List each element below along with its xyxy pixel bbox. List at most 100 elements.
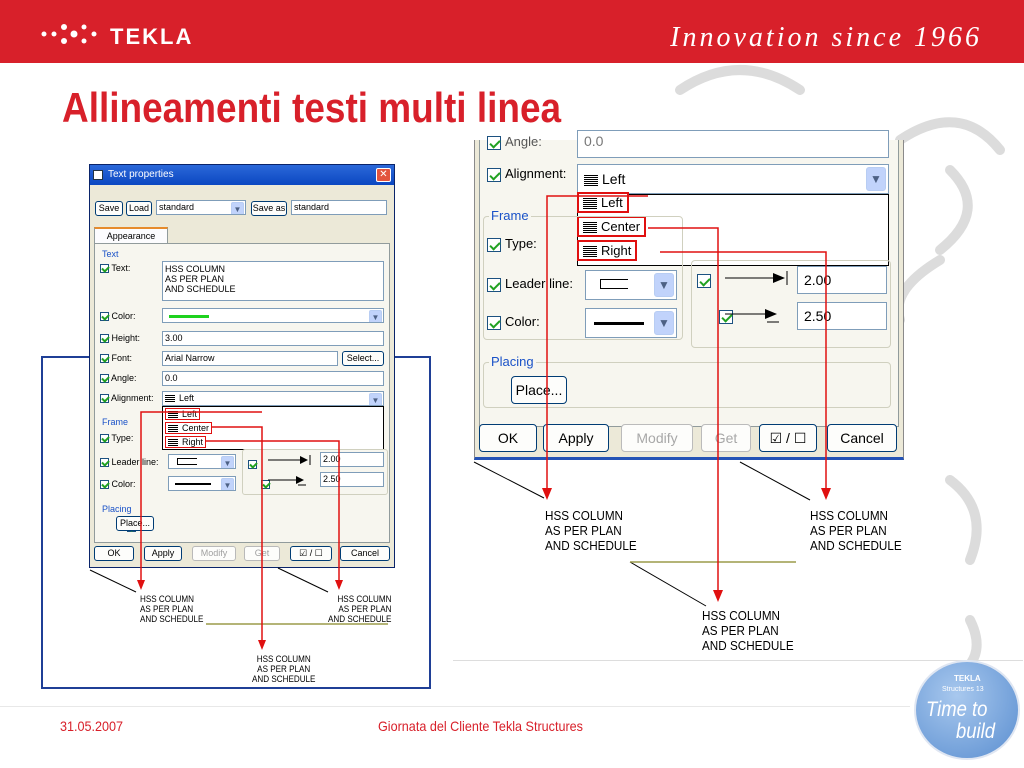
color2-checkbox-row[interactable]: Color: bbox=[100, 479, 136, 490]
option-right-label: Right bbox=[182, 437, 204, 447]
font-field[interactable]: Arial Narrow bbox=[162, 351, 338, 366]
zoomed-arrow1-field[interactable]: 2.00 bbox=[797, 266, 887, 294]
zoomed-color-label: Color: bbox=[505, 314, 540, 329]
height-field[interactable]: 3.00 bbox=[162, 331, 384, 346]
zoomed-leader-row[interactable]: Leader line: bbox=[487, 276, 573, 292]
cancel-button[interactable]: Cancel bbox=[340, 546, 390, 561]
arrow1-checkbox[interactable] bbox=[248, 460, 257, 470]
color2-label: Color: bbox=[111, 479, 136, 489]
modify-button[interactable]: Modify bbox=[192, 546, 236, 561]
align-right-icon bbox=[168, 438, 178, 447]
font-checkbox[interactable] bbox=[100, 354, 109, 364]
color2-checkbox[interactable] bbox=[100, 480, 109, 490]
angle-checkbox-row[interactable]: Angle: bbox=[100, 373, 137, 384]
arrow1-size-field[interactable]: 2.00 bbox=[320, 452, 384, 467]
zoomed-alignment-value: Left bbox=[602, 171, 626, 187]
zoomed-color-checkbox[interactable] bbox=[487, 315, 501, 330]
option-right[interactable]: Right bbox=[165, 436, 207, 448]
zoomed-arrow1-checkbox[interactable] bbox=[697, 273, 711, 288]
color-checkbox-row[interactable]: Color: bbox=[100, 311, 136, 322]
type-label: Type: bbox=[111, 433, 134, 443]
save-as-button[interactable]: Save as bbox=[251, 201, 287, 216]
apply-button[interactable]: Apply bbox=[144, 546, 182, 561]
alignment-select[interactable]: Left▼ bbox=[162, 391, 384, 406]
zoomed-arrow2-field[interactable]: 2.50 bbox=[797, 302, 887, 330]
save-as-field[interactable]: standard bbox=[291, 200, 387, 215]
close-icon[interactable]: ✕ bbox=[376, 168, 391, 182]
option-left-label: Left bbox=[182, 409, 198, 419]
zoomed-color-row[interactable]: Color: bbox=[487, 314, 540, 330]
preset-select[interactable]: standard▼ bbox=[156, 200, 246, 215]
place-button[interactable]: Place... bbox=[116, 516, 154, 531]
zoomed-alignment-row[interactable]: Alignment: bbox=[487, 166, 566, 182]
angle-field[interactable]: 0.0 bbox=[162, 371, 384, 386]
color-select[interactable]: ▼ bbox=[162, 308, 384, 323]
height-label: Height: bbox=[111, 333, 141, 343]
line-color-select[interactable]: ▼ bbox=[168, 476, 236, 491]
text-properties-dialog: Text properties ✕ Save Load standard▼ Sa… bbox=[89, 164, 395, 568]
chevron-down-icon: ▼ bbox=[369, 310, 382, 322]
zoomed-arrow-icons bbox=[725, 271, 788, 323]
zoomed-toggle-all-button[interactable]: ☑ / ☐ bbox=[759, 424, 817, 452]
text-checkbox-row[interactable]: Text: bbox=[100, 263, 131, 274]
arrow2-size-field[interactable]: 2.50 bbox=[320, 472, 384, 487]
height-checkbox[interactable] bbox=[100, 334, 109, 344]
footer-date: 31.05.2007 bbox=[60, 718, 124, 734]
badge-product: Structures 13 bbox=[942, 686, 984, 693]
chevron-down-icon: ▼ bbox=[221, 478, 234, 490]
chevron-down-icon: ▼ bbox=[654, 273, 674, 297]
type-checkbox[interactable] bbox=[100, 434, 109, 444]
zoomed-type-row[interactable]: Type: bbox=[487, 236, 537, 252]
leader-shape-icon bbox=[177, 458, 197, 465]
zoomed-ok-button[interactable]: OK bbox=[479, 424, 537, 452]
zoomed-place-button[interactable]: Place... bbox=[511, 376, 567, 404]
badge-brand: TEKLA bbox=[954, 674, 981, 683]
alignment-checkbox[interactable] bbox=[100, 394, 109, 404]
option-center[interactable]: Center bbox=[165, 422, 213, 434]
ok-button[interactable]: OK bbox=[94, 546, 134, 561]
color-checkbox[interactable] bbox=[100, 312, 109, 322]
toggle-all-button[interactable]: ☑ / ☐ bbox=[290, 546, 332, 561]
zoomed-angle-field[interactable]: 0.0 bbox=[577, 130, 889, 158]
save-button[interactable]: Save bbox=[95, 201, 123, 216]
alignment-checkbox-row[interactable]: Alignment: bbox=[100, 393, 154, 404]
select-font-button[interactable]: Select... bbox=[342, 351, 384, 366]
height-checkbox-row[interactable]: Height: bbox=[100, 333, 141, 344]
zoomed-angle-checkbox[interactable] bbox=[487, 135, 501, 150]
zoomed-line-color-select[interactable]: ▼ bbox=[585, 308, 677, 338]
zoomed-option-left[interactable]: Left bbox=[577, 192, 629, 213]
zoomed-alignment-checkbox[interactable] bbox=[487, 167, 501, 182]
leader-type-select[interactable]: ▼ bbox=[168, 454, 236, 469]
text-area[interactable]: HSS COLUMN AS PER PLAN AND SCHEDULE bbox=[162, 261, 384, 301]
alignment-value: Left bbox=[179, 393, 195, 403]
zoomed-alignment-select[interactable]: Left ▼ bbox=[577, 164, 889, 194]
load-button[interactable]: Load bbox=[126, 201, 152, 216]
time-to-build-badge: TEKLA Structures 13 Time to build bbox=[914, 660, 1020, 760]
zoomed-modify-button[interactable]: Modify bbox=[621, 424, 693, 452]
leader-shape-icon bbox=[600, 279, 628, 289]
zoomed-apply-button[interactable]: Apply bbox=[543, 424, 609, 452]
color-label: Color: bbox=[111, 311, 136, 321]
type-checkbox-row[interactable]: Type: bbox=[100, 433, 134, 444]
align-center-icon bbox=[168, 424, 178, 433]
zoomed-option-left-label: Left bbox=[601, 195, 623, 210]
font-checkbox-row[interactable]: Font: bbox=[100, 353, 133, 364]
option-left[interactable]: Left bbox=[165, 408, 201, 420]
zoomed-type-checkbox[interactable] bbox=[487, 237, 501, 252]
zoomed-group-placing: Placing bbox=[489, 354, 536, 369]
font-label: Font: bbox=[111, 353, 133, 363]
zoomed-angle-row[interactable]: Angle: bbox=[487, 134, 542, 150]
zoomed-leader-select[interactable]: ▼ bbox=[585, 270, 677, 300]
chevron-down-icon: ▼ bbox=[866, 167, 886, 191]
angle-checkbox[interactable] bbox=[100, 374, 109, 384]
tab-appearance[interactable]: Appearance bbox=[94, 227, 168, 243]
text-label: Text: bbox=[111, 263, 131, 273]
leader-checkbox-row[interactable]: Leader line: bbox=[100, 457, 159, 468]
get-button[interactable]: Get bbox=[244, 546, 280, 561]
text-checkbox[interactable] bbox=[100, 264, 109, 274]
zoomed-get-button[interactable]: Get bbox=[701, 424, 751, 452]
zoomed-leader-checkbox[interactable] bbox=[487, 277, 501, 292]
footer-event: Giornata del Cliente Tekla Structures bbox=[378, 718, 583, 734]
zoomed-cancel-button[interactable]: Cancel bbox=[827, 424, 897, 452]
leader-checkbox[interactable] bbox=[100, 458, 109, 468]
